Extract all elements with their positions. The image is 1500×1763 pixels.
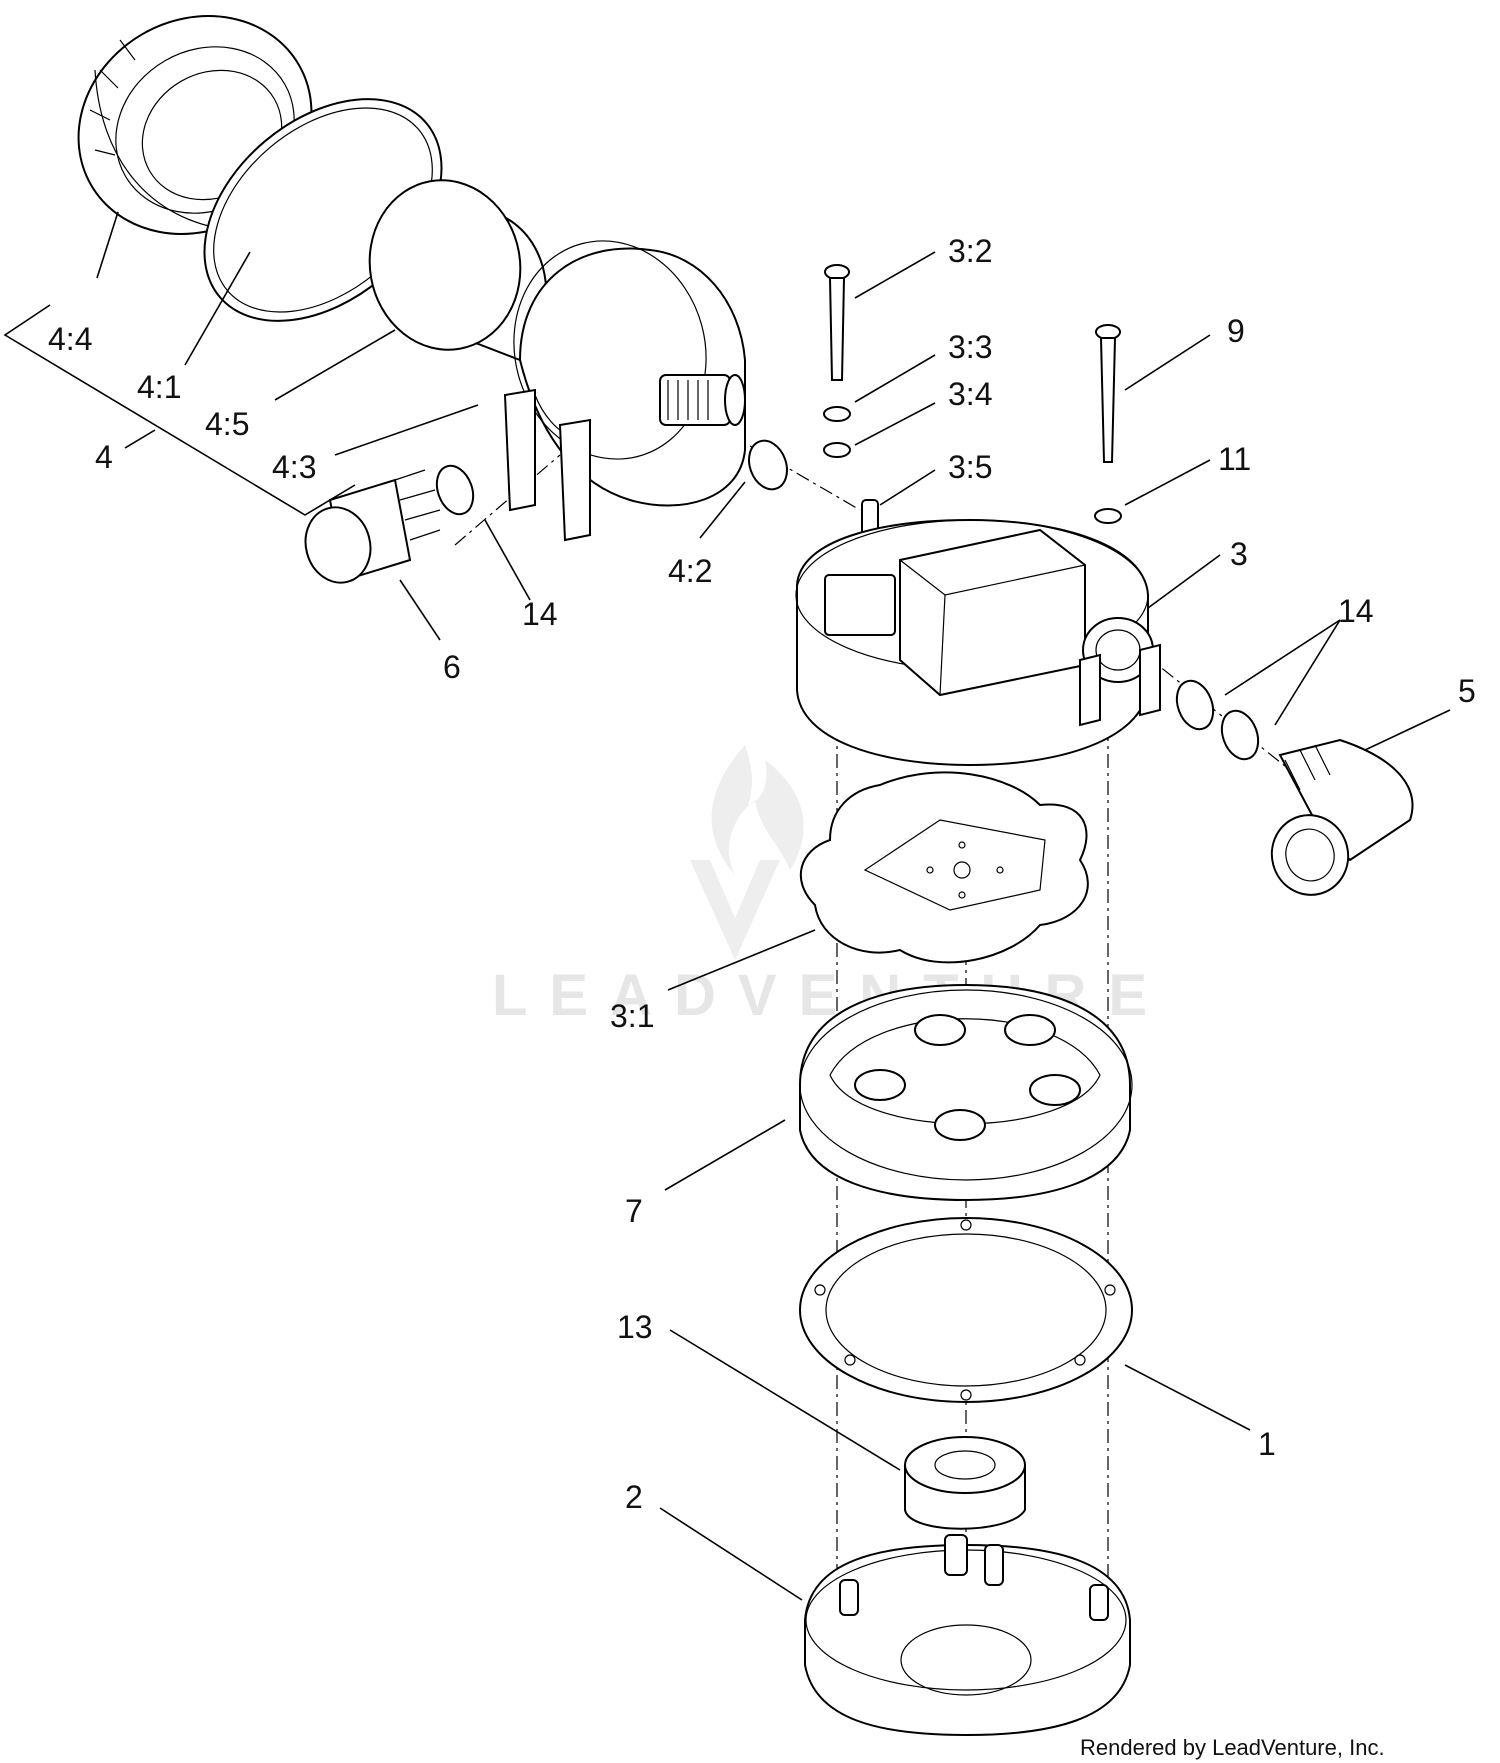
callout-7: 7	[625, 1193, 643, 1229]
callout-5: 5	[1458, 673, 1476, 709]
callout-14-right: 14	[1338, 593, 1374, 629]
leader-lines	[3, 211, 1451, 1601]
callout-1: 1	[1258, 1426, 1276, 1462]
part-oring-left	[435, 464, 475, 516]
callout-3-4: 3:4	[948, 376, 992, 412]
part-base	[804, 1534, 1131, 1737]
callout-4-1: 4:1	[137, 369, 181, 405]
callout-3-3: 3:3	[948, 329, 992, 365]
callout-14-left: 14	[522, 596, 558, 632]
part-screw-short	[824, 264, 850, 381]
callout-9: 9	[1227, 313, 1245, 349]
callout-6: 6	[443, 649, 461, 685]
part-washer-long-screw	[1094, 508, 1122, 524]
part-oring-housing	[748, 439, 788, 491]
part-washer	[823, 442, 851, 458]
callout-2: 2	[625, 1479, 643, 1515]
callout-4-4: 4:4	[48, 321, 92, 357]
part-fitting-straight	[304, 469, 441, 584]
part-filter	[368, 179, 548, 362]
callout-11: 11	[1218, 441, 1251, 477]
callout-4-3: 4:3	[272, 449, 316, 485]
part-oring-right-1	[1175, 679, 1215, 731]
part-oring-right-2	[1220, 709, 1260, 761]
callout-3-1: 3:1	[610, 998, 654, 1034]
watermark-v-icon	[690, 860, 780, 960]
part-head-assembly	[795, 518, 1161, 767]
part-rotor-ring	[799, 983, 1133, 1202]
callout-3: 3	[1230, 536, 1248, 572]
part-screw-long	[1095, 324, 1121, 463]
part-fitting-elbow	[1270, 738, 1414, 896]
callout-13: 13	[617, 1309, 653, 1345]
callout-3-5: 3:5	[948, 449, 992, 485]
watermark-flame-icon	[711, 745, 804, 875]
part-clip	[503, 388, 591, 542]
part-gasket	[799, 1217, 1133, 1403]
callout-4: 4	[95, 439, 113, 475]
render-credit: Rendered by LeadVenture, Inc.	[1080, 1735, 1385, 1760]
callout-4-2: 4:2	[668, 553, 712, 589]
callout-labels: 4:4 4:1 4:5 4 4:3 14 6 4:2 3:2 3:3 3:4 3…	[48, 233, 1476, 1515]
part-bearing	[904, 1436, 1026, 1530]
part-rotor	[799, 771, 1089, 964]
callout-3-2: 3:2	[948, 233, 992, 269]
part-lockwasher	[823, 406, 851, 422]
callout-4-5: 4:5	[205, 406, 249, 442]
